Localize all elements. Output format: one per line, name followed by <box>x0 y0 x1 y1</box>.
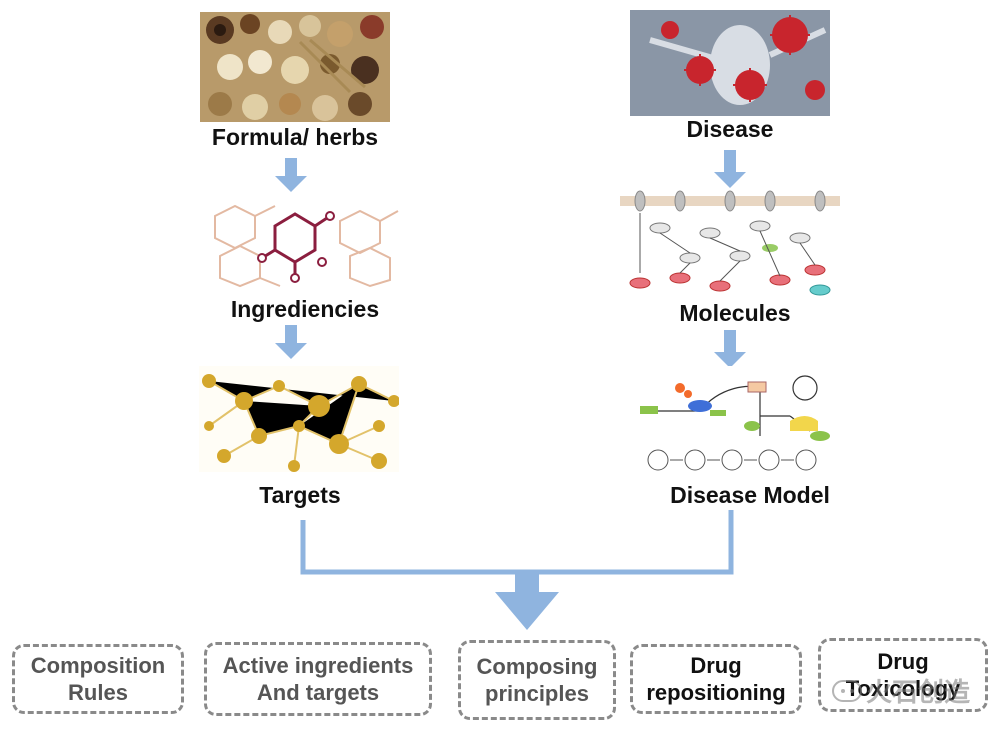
targets-label: Targets <box>259 482 341 508</box>
arrow-molecules-to-model <box>714 330 746 368</box>
disease-image <box>630 10 830 116</box>
arrow-ingredients-to-targets <box>275 325 307 359</box>
molecules-label: Molecules <box>679 300 791 326</box>
output-box-line1: Active ingredients <box>222 652 414 678</box>
watermark: 火石创造 <box>831 672 970 709</box>
output-box-line2: Toxicology <box>845 676 961 701</box>
disease-model-label: Disease Model <box>670 482 830 508</box>
output-box-line1: Composing <box>476 653 598 679</box>
targets-network-image <box>199 366 399 472</box>
output-box-line2: Rules <box>68 680 128 705</box>
output-box-line2: principles <box>485 681 589 706</box>
chat-bubble-icon <box>831 679 862 702</box>
output-box-line2: repositioning <box>646 680 786 705</box>
herbs-image <box>200 12 390 122</box>
merge-line-right <box>526 510 734 575</box>
disease-label: Disease <box>686 116 774 142</box>
output-box-line1: Drug <box>877 648 929 674</box>
watermark-text: 火石创造 <box>865 677 970 707</box>
arrow-formula-to-ingredients <box>275 158 307 192</box>
formula-herbs-label: Formula/ herbs <box>211 124 379 150</box>
output-box-line1: Composition <box>30 652 166 678</box>
arrow-disease-to-molecules <box>714 150 746 188</box>
output-box-line2: And targets <box>256 680 380 705</box>
chemical-structure-image <box>200 196 400 288</box>
ingredients-label: Ingrediencies <box>230 296 380 322</box>
disease-model-image <box>640 366 840 478</box>
output-box-line1: Drug <box>690 652 742 678</box>
molecular-pathway-image <box>620 188 840 300</box>
merge-arrow <box>495 572 559 630</box>
merge-line-left <box>300 520 526 575</box>
